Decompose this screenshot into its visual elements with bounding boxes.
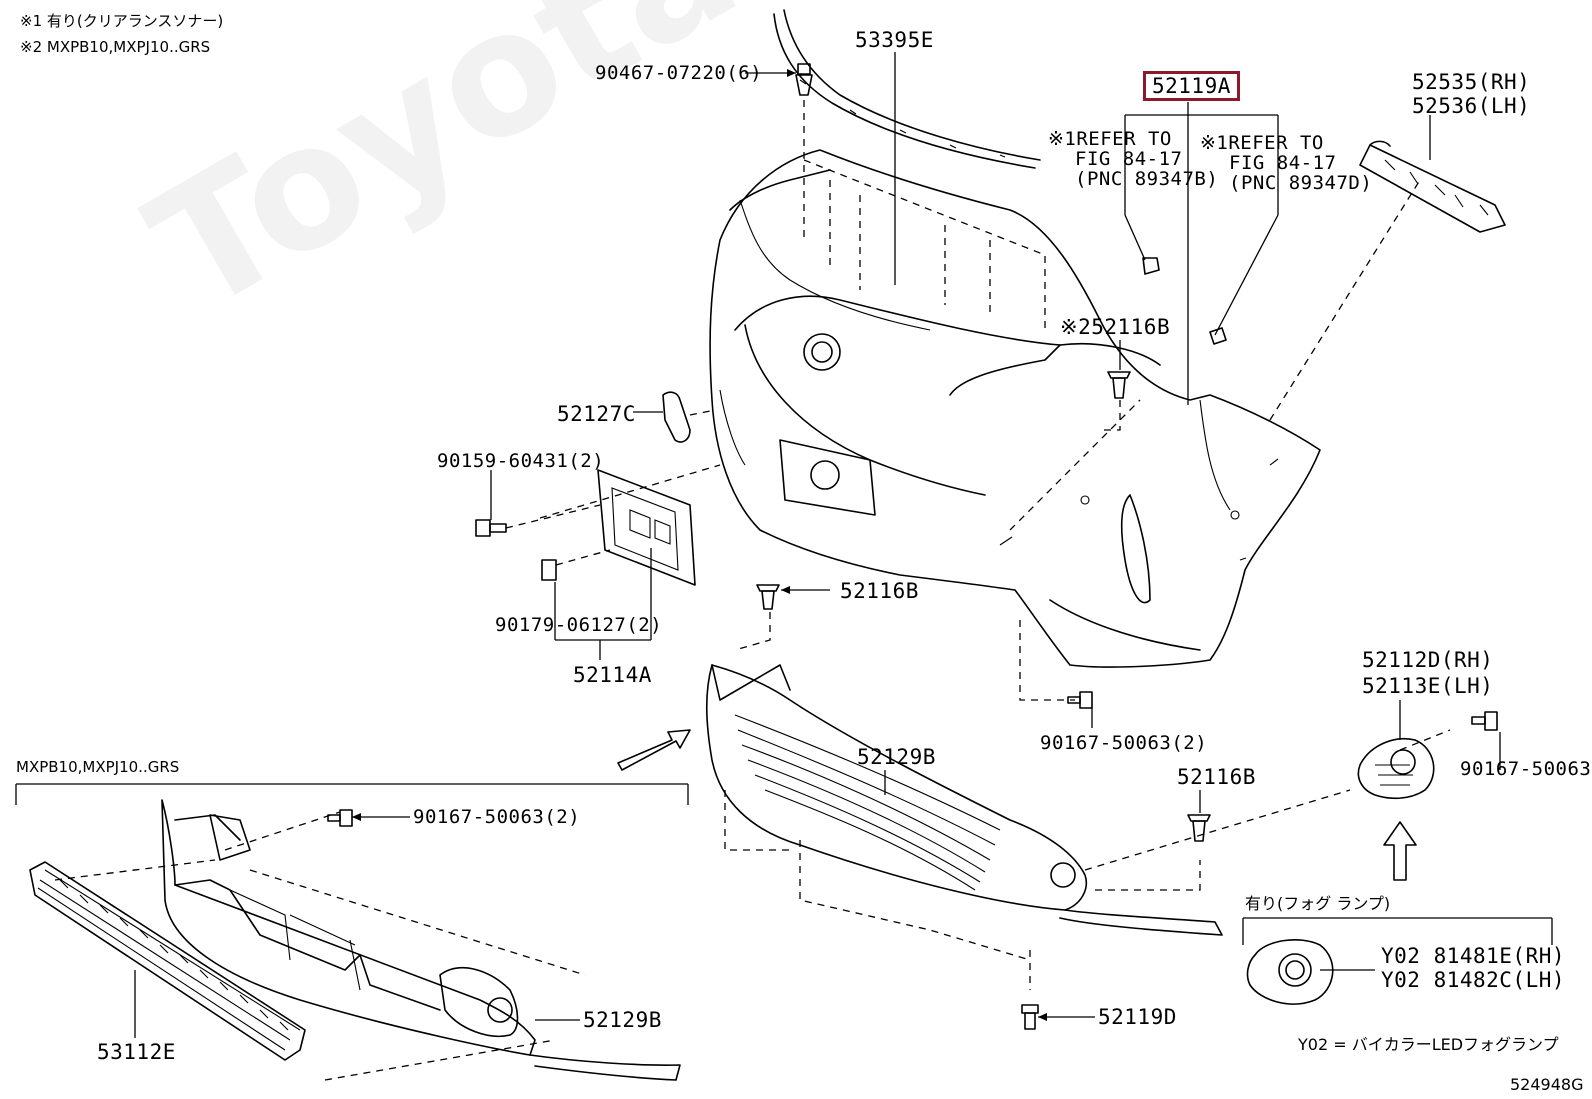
bracket-52535-52536[interactable] <box>1359 140 1506 233</box>
bolt-90167-main-icon[interactable] <box>1067 691 1093 728</box>
bolt-52119D-icon[interactable] <box>1021 1004 1095 1030</box>
foglamp-group-label: 有り(フォグ ランプ) <box>1245 894 1391 913</box>
bolt-90167-sub-icon[interactable] <box>327 809 410 827</box>
bolt-90159-icon[interactable] <box>475 470 507 537</box>
mxpb-label: MXPB10,MXPJ10..GRS <box>16 758 180 776</box>
cover-52127C[interactable] <box>633 391 691 443</box>
dash-leader <box>555 549 611 566</box>
label-Y02-lh[interactable]: Y02 81482C(LH) <box>1381 968 1566 992</box>
label-90167-sub[interactable]: 90167-50063(2) <box>413 806 581 828</box>
note-2: ※2 MXPB10,MXPJ10..GRS <box>20 38 211 56</box>
clip-90467-icon[interactable] <box>745 63 813 96</box>
bumper-mount-dashes <box>803 159 1421 701</box>
arrow-icon <box>617 729 691 771</box>
label-90159[interactable]: 90159-60431(2) <box>437 450 605 472</box>
grille-mesh-53112E[interactable] <box>29 861 306 1061</box>
nut-90179-icon[interactable] <box>541 559 557 620</box>
refer-note-1-line2: FIG 84-17 <box>1075 148 1183 170</box>
label-Y02-rh[interactable]: Y02 81481E(RH) <box>1381 944 1566 968</box>
label-52536[interactable]: 52536(LH) <box>1412 94 1531 118</box>
figure-code: 524948G <box>1510 1075 1584 1094</box>
refer-note-1-line1: ※1REFER TO <box>1048 128 1172 150</box>
label-52535[interactable]: 52535(RH) <box>1412 70 1531 94</box>
dash-leader <box>689 409 716 416</box>
y02-legend: Y02 = バイカラーLEDフォグランプ <box>1298 1035 1559 1054</box>
label-90179[interactable]: 90179-06127(2) <box>495 614 663 636</box>
dash-leader <box>1100 400 1121 431</box>
label-52116B-top[interactable]: ※252116B <box>1060 315 1171 339</box>
mxpb-bracket <box>15 783 689 805</box>
bolt-90167-foglamp-icon[interactable] <box>1471 711 1501 770</box>
lower-grille-52129B-main[interactable] <box>705 664 1223 936</box>
refer-note-2-line2: FIG 84-17 <box>1229 152 1337 174</box>
label-90167-foglamp[interactable]: 90167-50063(6) <box>1460 758 1592 780</box>
note-1: ※1 有り(クリアランスソナー) <box>20 12 224 30</box>
foglamp-bracket-52112D[interactable] <box>1357 700 1435 800</box>
foglamp-group-frame <box>1242 917 1553 945</box>
label-90167-main[interactable]: 90167-50063(2) <box>1040 732 1208 754</box>
label-52119D[interactable]: 52119D <box>1098 1005 1177 1029</box>
refer-note-2-line3: (PNC 89347D) <box>1229 172 1373 194</box>
label-52129B-sub[interactable]: 52129B <box>583 1008 662 1032</box>
dash-leader <box>734 612 771 651</box>
label-53395E[interactable]: 53395E <box>855 28 934 52</box>
lower-grille-52129B-sub[interactable] <box>161 799 681 1081</box>
label-52116B-mid[interactable]: 52116B <box>840 579 919 603</box>
label-52114A[interactable]: 52114A <box>573 663 652 687</box>
sub-dashes <box>54 811 586 1081</box>
bumper-cover-52119A[interactable] <box>709 149 1321 668</box>
clip-52116B-low-icon[interactable] <box>1187 790 1211 842</box>
label-52113E[interactable]: 52113E(LH) <box>1362 674 1494 698</box>
label-52116B-low[interactable]: 52116B <box>1177 765 1256 789</box>
up-arrow-icon <box>1383 821 1417 881</box>
clip-52116B-top-icon[interactable] <box>1107 340 1131 399</box>
grille-dashes-main <box>724 729 1451 990</box>
foglamp-Y02[interactable] <box>1246 939 1375 1005</box>
label-52119A[interactable]: 52119A <box>1143 71 1240 101</box>
leader-52119A <box>1124 102 1279 405</box>
label-52129B-main[interactable]: 52129B <box>857 745 936 769</box>
label-90467[interactable]: 90467-07220(6) <box>595 62 763 84</box>
sonar-sensor-icon[interactable] <box>1142 257 1227 345</box>
label-53112E[interactable]: 53112E <box>97 1040 176 1064</box>
dash-leader <box>505 464 721 529</box>
refer-note-1-line3: (PNC 89347B) <box>1075 168 1219 190</box>
molding-strip-53395E[interactable] <box>773 9 1041 169</box>
label-52127C[interactable]: 52127C <box>557 402 636 426</box>
label-52112D[interactable]: 52112D(RH) <box>1362 648 1494 672</box>
leader-52114A <box>554 548 652 660</box>
refer-note-2-line1: ※1REFER TO <box>1200 132 1324 154</box>
clip-52116B-mid-icon[interactable] <box>756 584 830 610</box>
license-bracket-52114A[interactable] <box>597 469 696 586</box>
